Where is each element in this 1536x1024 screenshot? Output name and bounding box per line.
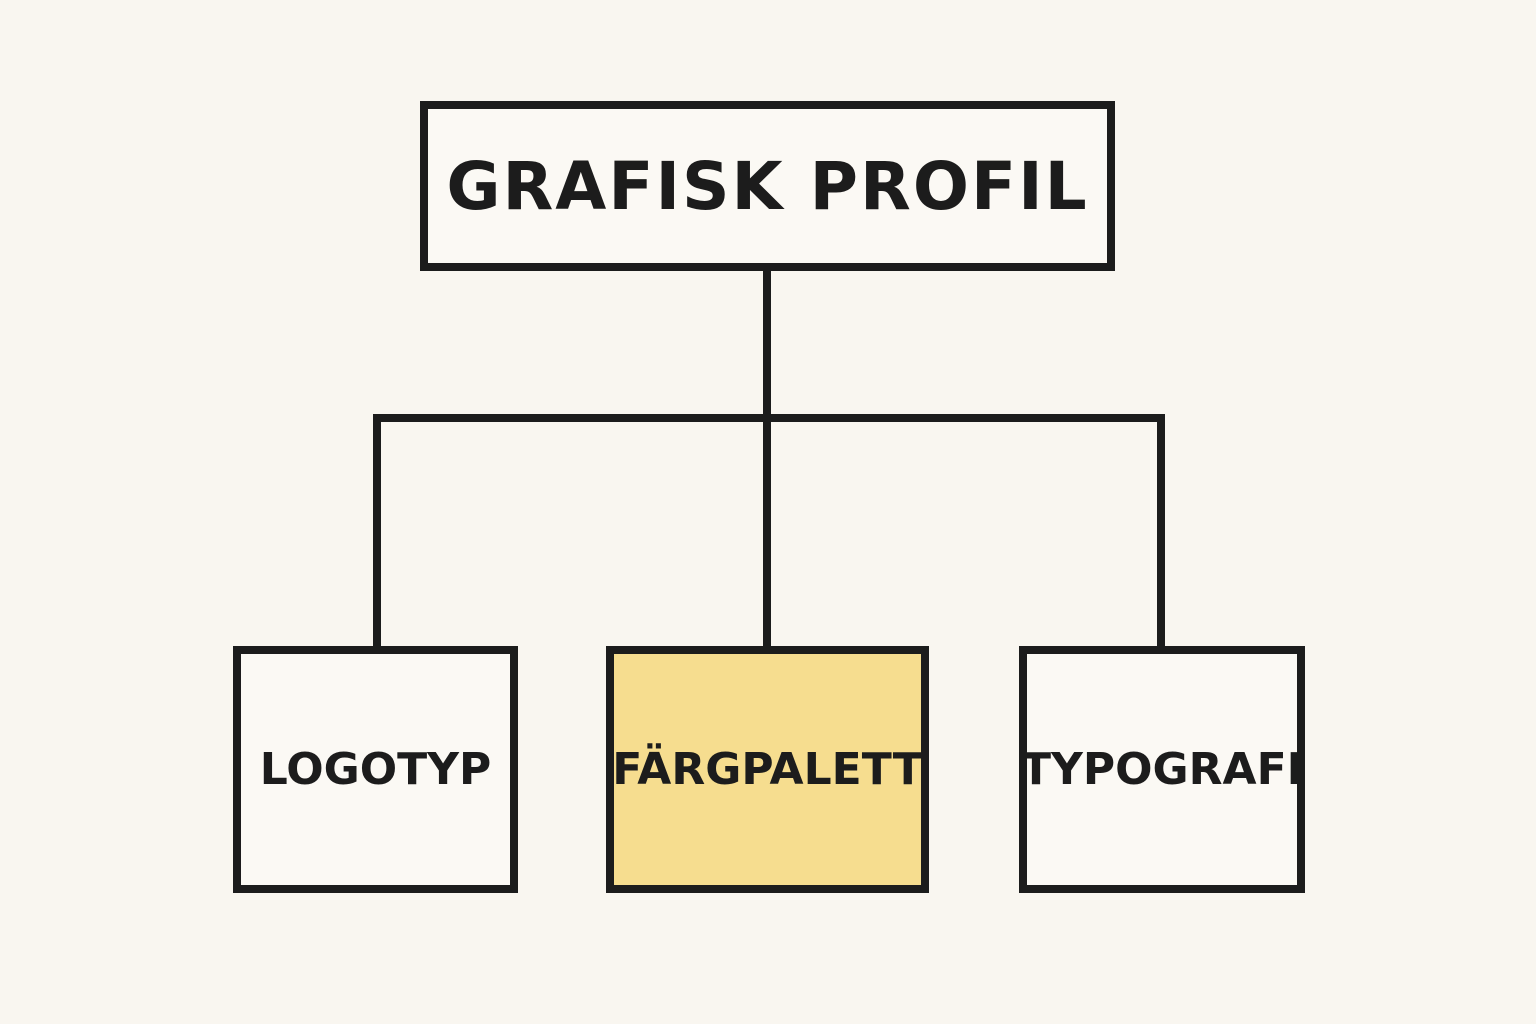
child-node-label-logotyp: LOGOTYP xyxy=(259,744,492,795)
root-node-grafisk-profil: GRAFISK PROFIL xyxy=(420,101,1115,271)
child-node-fargpalett: FÄRGPALETT xyxy=(606,646,929,893)
child-node-typografi: TYPOGRAFI xyxy=(1019,646,1305,893)
child-node-label-typografi: TYPOGRAFI xyxy=(1021,744,1304,795)
root-node-label: GRAFISK PROFIL xyxy=(446,147,1089,225)
child-node-label-fargpalett: FÄRGPALETT xyxy=(612,744,923,795)
child-node-logotyp: LOGOTYP xyxy=(233,646,518,893)
